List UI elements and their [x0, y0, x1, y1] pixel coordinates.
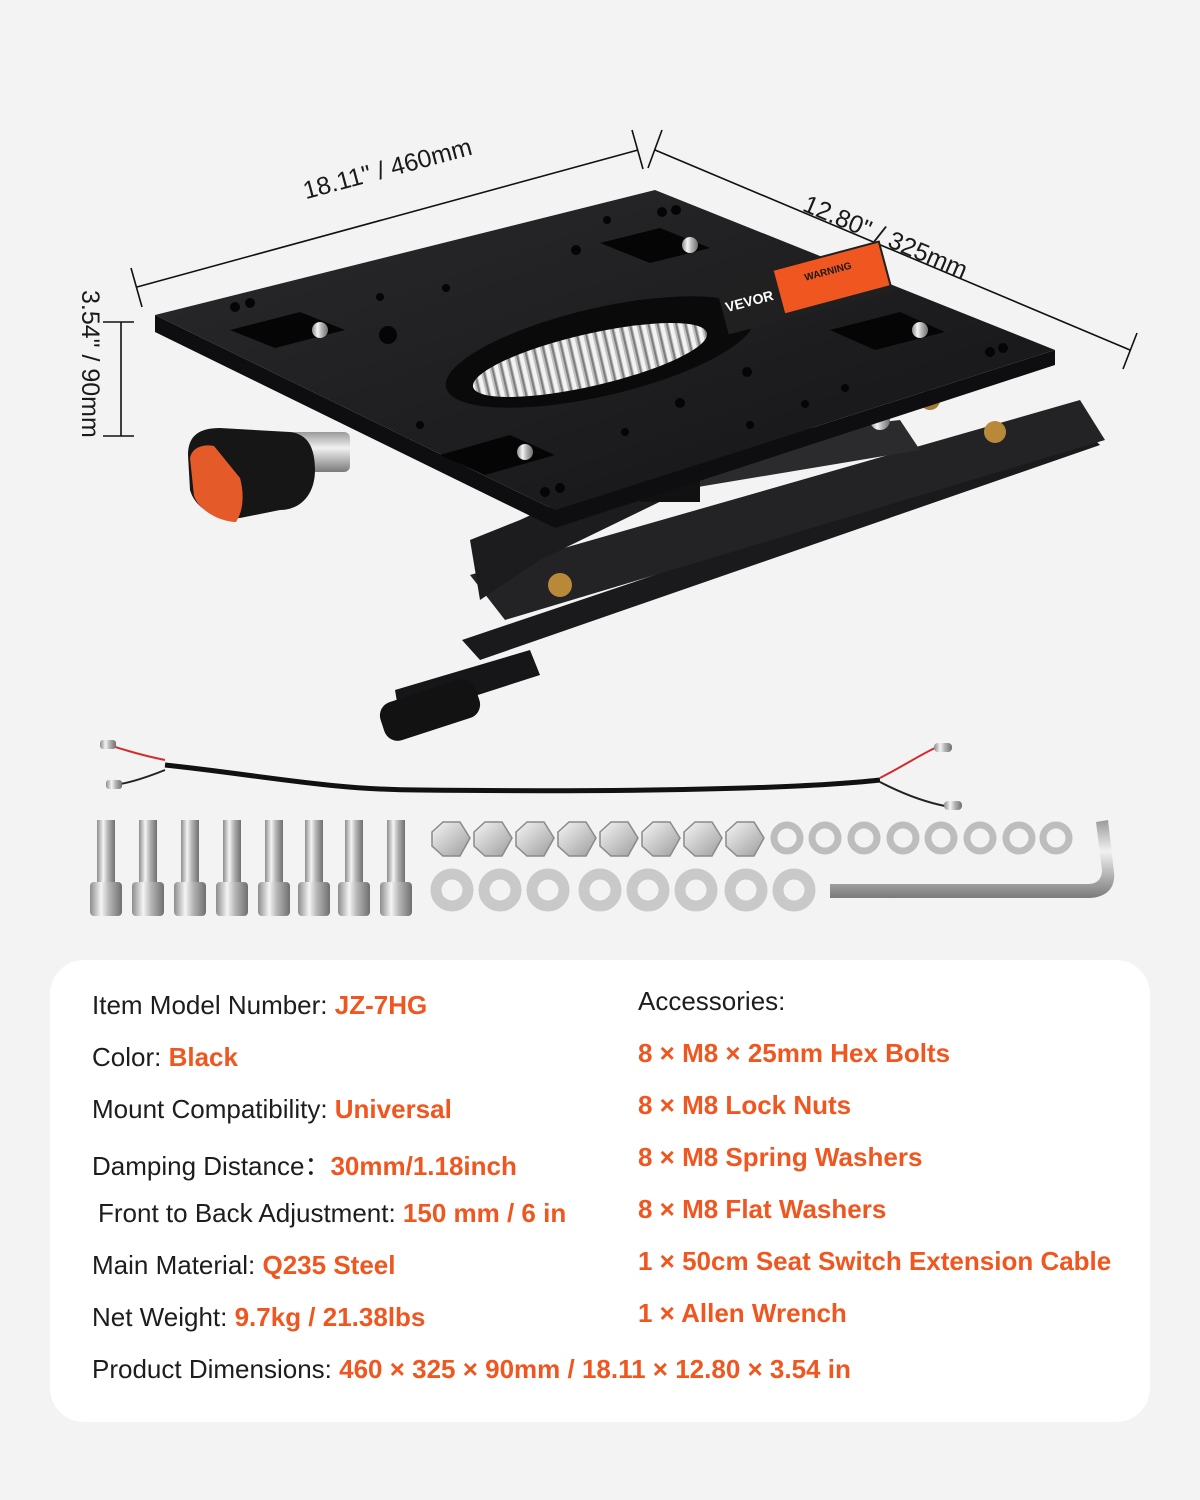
height-dimension-line [103, 321, 134, 437]
spec-value: Q235 Steel [262, 1250, 396, 1280]
spec-product-dimensions: Product Dimensions: 460 × 325 × 90mm / 1… [92, 1354, 851, 1385]
accessory-allen-wrench: 1 × Allen Wrench [638, 1298, 847, 1328]
spec-label: Color: [92, 1042, 169, 1072]
product-illustration: VEVOR WARNING [76, 129, 1138, 916]
spec-value: 9.7kg / 21.38lbs [234, 1302, 426, 1332]
adjustment-knob [188, 428, 350, 522]
spec-value: 150 mm / 6 in [402, 1198, 567, 1228]
spec-mount-compatibility: Mount Compatibility: Universal [92, 1094, 452, 1125]
accessory-extension-cable: 1 × 50cm Seat Switch Extension Cable [638, 1246, 1112, 1276]
height-dimension-label: 3.54" / 90mm [76, 290, 104, 438]
specifications-card: Item Model Number: JZ-7HG Color: Black M… [50, 960, 1150, 1422]
width-dimension-line [130, 129, 644, 308]
spec-value: JZ-7HG [334, 990, 428, 1020]
spec-label: Item Model Number: [92, 990, 335, 1020]
spec-label: Front to Back Adjustment: [98, 1198, 403, 1228]
allen-wrench [830, 820, 1115, 898]
base-rail [379, 400, 1105, 741]
accessory-flat-washers: 8 × M8 Flat Washers [638, 1194, 887, 1224]
spec-label: Main Material: [92, 1250, 263, 1280]
spec-color: Color: Black [92, 1042, 238, 1073]
spec-damping-distance: Damping Distance：30mm/1.18inch [92, 1146, 517, 1183]
seat-suspension-drawing: VEVOR WARNING [90, 129, 1138, 916]
mounting-holes [230, 205, 1008, 497]
extension-cable [100, 740, 962, 810]
spec-value: 30mm/1.18inch [330, 1151, 517, 1181]
accessory-lock-nuts: 8 × M8 Lock Nuts [638, 1090, 852, 1120]
spec-label: Product Dimensions: [92, 1354, 340, 1384]
spec-net-weight: Net Weight: 9.7kg / 21.38lbs [92, 1302, 425, 1333]
warning-label: VEVOR WARNING [715, 240, 893, 335]
lock-nuts [431, 821, 765, 857]
spec-model-number: Item Model Number: JZ-7HG [92, 990, 427, 1021]
depth-dimension-line [647, 129, 1138, 370]
spec-value: 460 × 325 × 90mm / 18.11 × 12.80 × 3.54 … [339, 1354, 851, 1384]
flat-washers [430, 868, 816, 912]
top-plate-edge [155, 315, 1055, 528]
spec-label: Damping Distance： [92, 1151, 331, 1181]
hex-bolts [90, 820, 412, 916]
spec-label: Net Weight: [92, 1302, 235, 1332]
slot-cutouts [230, 228, 945, 475]
accessories-title: Accessories: [638, 986, 786, 1016]
spring-slot [445, 296, 755, 408]
spec-front-back-adjustment: Front to Back Adjustment: 150 mm / 6 in [98, 1198, 566, 1229]
accessory-hex-bolts: 8 × M8 × 25mm Hex Bolts [638, 1038, 951, 1068]
spec-value: Black [168, 1042, 238, 1072]
spec-label: Mount Compatibility: [92, 1094, 335, 1124]
spring-washers [770, 821, 1073, 855]
spec-value: Universal [334, 1094, 452, 1124]
accessory-spring-washers: 8 × M8 Spring Washers [638, 1142, 923, 1172]
spec-main-material: Main Material: Q235 Steel [92, 1250, 395, 1281]
